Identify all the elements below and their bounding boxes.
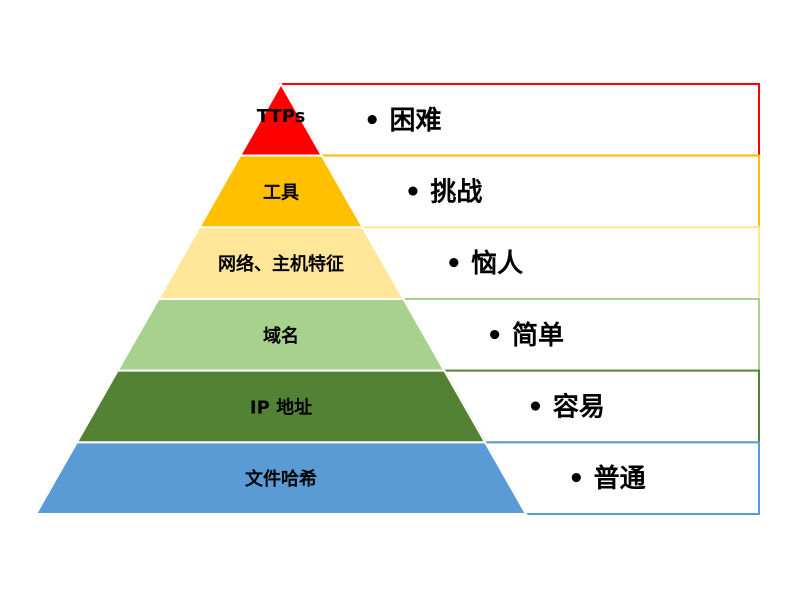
difficulty-word: 简单 [512, 320, 564, 351]
pyramid-level-label: IP 地址 [250, 397, 312, 419]
difficulty-box [401, 298, 760, 372]
difficulty-label: • 简单 [486, 320, 564, 351]
difficulty-label: • 普通 [568, 463, 646, 494]
bullet-mark: • [568, 464, 594, 494]
difficulty-word: 挑战 [430, 178, 482, 208]
difficulty-word: 恼人 [471, 249, 523, 279]
pyramid-level-3: 网络、主机特征 • 恼人 [156, 226, 760, 300]
pyramid-level-label: 网络、主机特征 [218, 253, 344, 275]
difficulty-box [279, 83, 760, 157]
difficulty-box [320, 154, 760, 229]
difficulty-word: 普通 [594, 463, 646, 494]
difficulty-word: 困难 [390, 106, 442, 136]
pyramid-level-label: 域名 [263, 325, 299, 347]
pyramid-level-label: TTPs [257, 106, 306, 127]
difficulty-box [360, 226, 760, 300]
pyramid-band [34, 441, 528, 515]
pyramid-level-6: 文件哈希 • 普通 [34, 441, 760, 515]
difficulty-label: • 恼人 [446, 249, 524, 279]
bullet-mark: • [364, 106, 390, 136]
pyramid-level-5: IP 地址 • 容易 [75, 369, 760, 444]
pyramid-level-2: 工具 • 挑战 [197, 154, 760, 229]
pyramid-level-4: 域名 • 简单 [115, 298, 760, 372]
pyramid-level-1: TTPs • 困难 [238, 81, 760, 157]
bullet-mark: • [527, 393, 553, 423]
pyramid-level-label: 文件哈希 [245, 468, 317, 490]
difficulty-label: • 容易 [527, 392, 605, 423]
difficulty-label: • 挑战 [405, 178, 483, 208]
difficulty-label: • 困难 [364, 106, 442, 136]
bullet-mark: • [446, 249, 472, 279]
bullet-mark: • [405, 178, 431, 208]
pyramid-level-label: 工具 [263, 183, 299, 204]
bullet-mark: • [486, 321, 512, 351]
difficulty-word: 容易 [553, 392, 605, 423]
